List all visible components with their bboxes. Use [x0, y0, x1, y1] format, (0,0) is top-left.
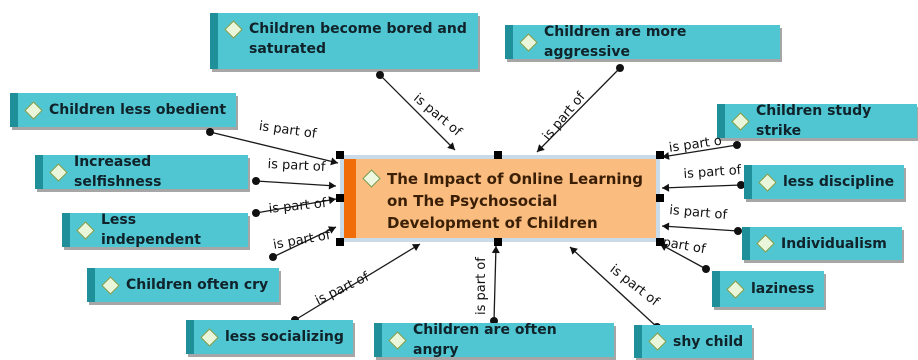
relation-arrowhead	[411, 244, 420, 252]
code-label: laziness	[751, 281, 815, 297]
code-label: less discipline	[783, 174, 895, 190]
code-node-cry[interactable]: Children often cry	[87, 268, 279, 302]
relation-endpoint	[616, 64, 624, 72]
relation-line	[255, 198, 337, 214]
code-label: Children are more aggressive	[544, 24, 687, 60]
relation-label: is part of	[267, 157, 326, 176]
code-node-strike[interactable]: Children study strike	[717, 103, 917, 139]
relation-line	[379, 74, 456, 151]
code-node-individualism[interactable]: Individualism	[742, 227, 902, 260]
diamond-icon	[101, 275, 120, 295]
diamond-icon	[200, 327, 219, 347]
code-node-laziness[interactable]: laziness	[712, 271, 824, 307]
relation-arrowhead	[328, 196, 336, 205]
selection-handle[interactable]	[656, 194, 664, 202]
code-label: Children become bored and saturated	[249, 21, 467, 57]
diamond-icon	[758, 172, 777, 192]
relation-line	[272, 226, 337, 258]
selection-handle[interactable]	[336, 238, 344, 246]
diamond-icon	[24, 100, 43, 120]
code-label: Individualism	[781, 235, 887, 252]
code-node-discipline[interactable]: less discipline	[744, 165, 904, 199]
code-label: Increased selfishness	[74, 154, 162, 190]
diamond-icon	[756, 234, 775, 253]
diamond-icon	[519, 32, 538, 52]
relation-endpoint	[376, 71, 384, 79]
diamond-icon	[731, 111, 750, 131]
selection-handle[interactable]	[494, 238, 502, 246]
code-node-socializing[interactable]: less socializing	[186, 320, 353, 354]
selection-handle[interactable]	[656, 151, 664, 159]
relation-endpoint	[206, 128, 214, 136]
code-node-independent[interactable]: Less independent	[62, 212, 248, 248]
relation-endpoint	[269, 253, 277, 261]
relation-arrowhead	[662, 183, 670, 192]
relation-label: is part of	[474, 257, 489, 315]
relation-line	[255, 180, 337, 187]
code-label: Children study strike	[756, 103, 872, 139]
code-node-shy[interactable]: shy child	[634, 325, 752, 358]
central-title: The Impact of Online Learning on The Psy…	[387, 170, 643, 232]
central-diamond-icon	[362, 169, 381, 188]
relation-endpoint	[734, 227, 742, 235]
code-node-obedient[interactable]: Children less obedient	[10, 93, 236, 127]
relation-arrowhead	[662, 151, 670, 160]
diamond-icon	[388, 330, 407, 350]
relation-endpoint	[702, 265, 710, 273]
diamond-icon	[49, 162, 68, 182]
relation-line	[536, 67, 621, 153]
code-label: Less independent	[101, 212, 201, 248]
relation-line	[661, 184, 742, 189]
relation-line	[209, 131, 339, 164]
relation-line	[569, 246, 658, 328]
relation-endpoint	[733, 141, 741, 149]
relation-arrowhead	[328, 181, 336, 190]
relation-line	[661, 225, 739, 232]
selection-handle[interactable]	[656, 238, 664, 246]
diamond-icon	[224, 20, 243, 39]
selection-handle[interactable]	[494, 151, 502, 159]
diamond-icon	[726, 279, 745, 299]
relation-arrowhead	[327, 226, 336, 234]
code-label: Children are often angry	[413, 322, 557, 358]
relation-arrowhead	[330, 157, 338, 166]
code-node-angry[interactable]: Children are often angry	[374, 322, 614, 358]
code-label: shy child	[673, 333, 744, 350]
relation-endpoint	[737, 181, 745, 189]
relation-arrowhead	[491, 246, 500, 254]
code-label: Children often cry	[126, 277, 269, 293]
relation-line	[294, 243, 421, 321]
diamond-icon	[76, 220, 95, 240]
relation-line	[659, 243, 707, 270]
relation-line	[661, 144, 738, 158]
code-label: Children less obedient	[49, 102, 227, 118]
selection-handle[interactable]	[336, 151, 344, 159]
code-label: less socializing	[225, 329, 344, 345]
relation-arrowhead	[570, 247, 578, 255]
relation-line	[493, 245, 497, 322]
central-node[interactable]: The Impact of Online Learning on The Psy…	[340, 155, 660, 242]
relation-arrowhead	[447, 142, 455, 150]
code-node-selfishness[interactable]: Increased selfishness	[35, 154, 248, 190]
relation-endpoint	[252, 209, 260, 217]
diamond-icon	[648, 332, 667, 351]
relation-endpoint	[252, 177, 260, 185]
code-node-aggressive[interactable]: Children are more aggressive	[505, 24, 780, 60]
relation-arrowhead	[662, 222, 670, 231]
relation-arrowhead	[537, 144, 545, 152]
selection-handle[interactable]	[336, 194, 344, 202]
code-node-bored[interactable]: Children become bored and saturated	[210, 13, 478, 69]
